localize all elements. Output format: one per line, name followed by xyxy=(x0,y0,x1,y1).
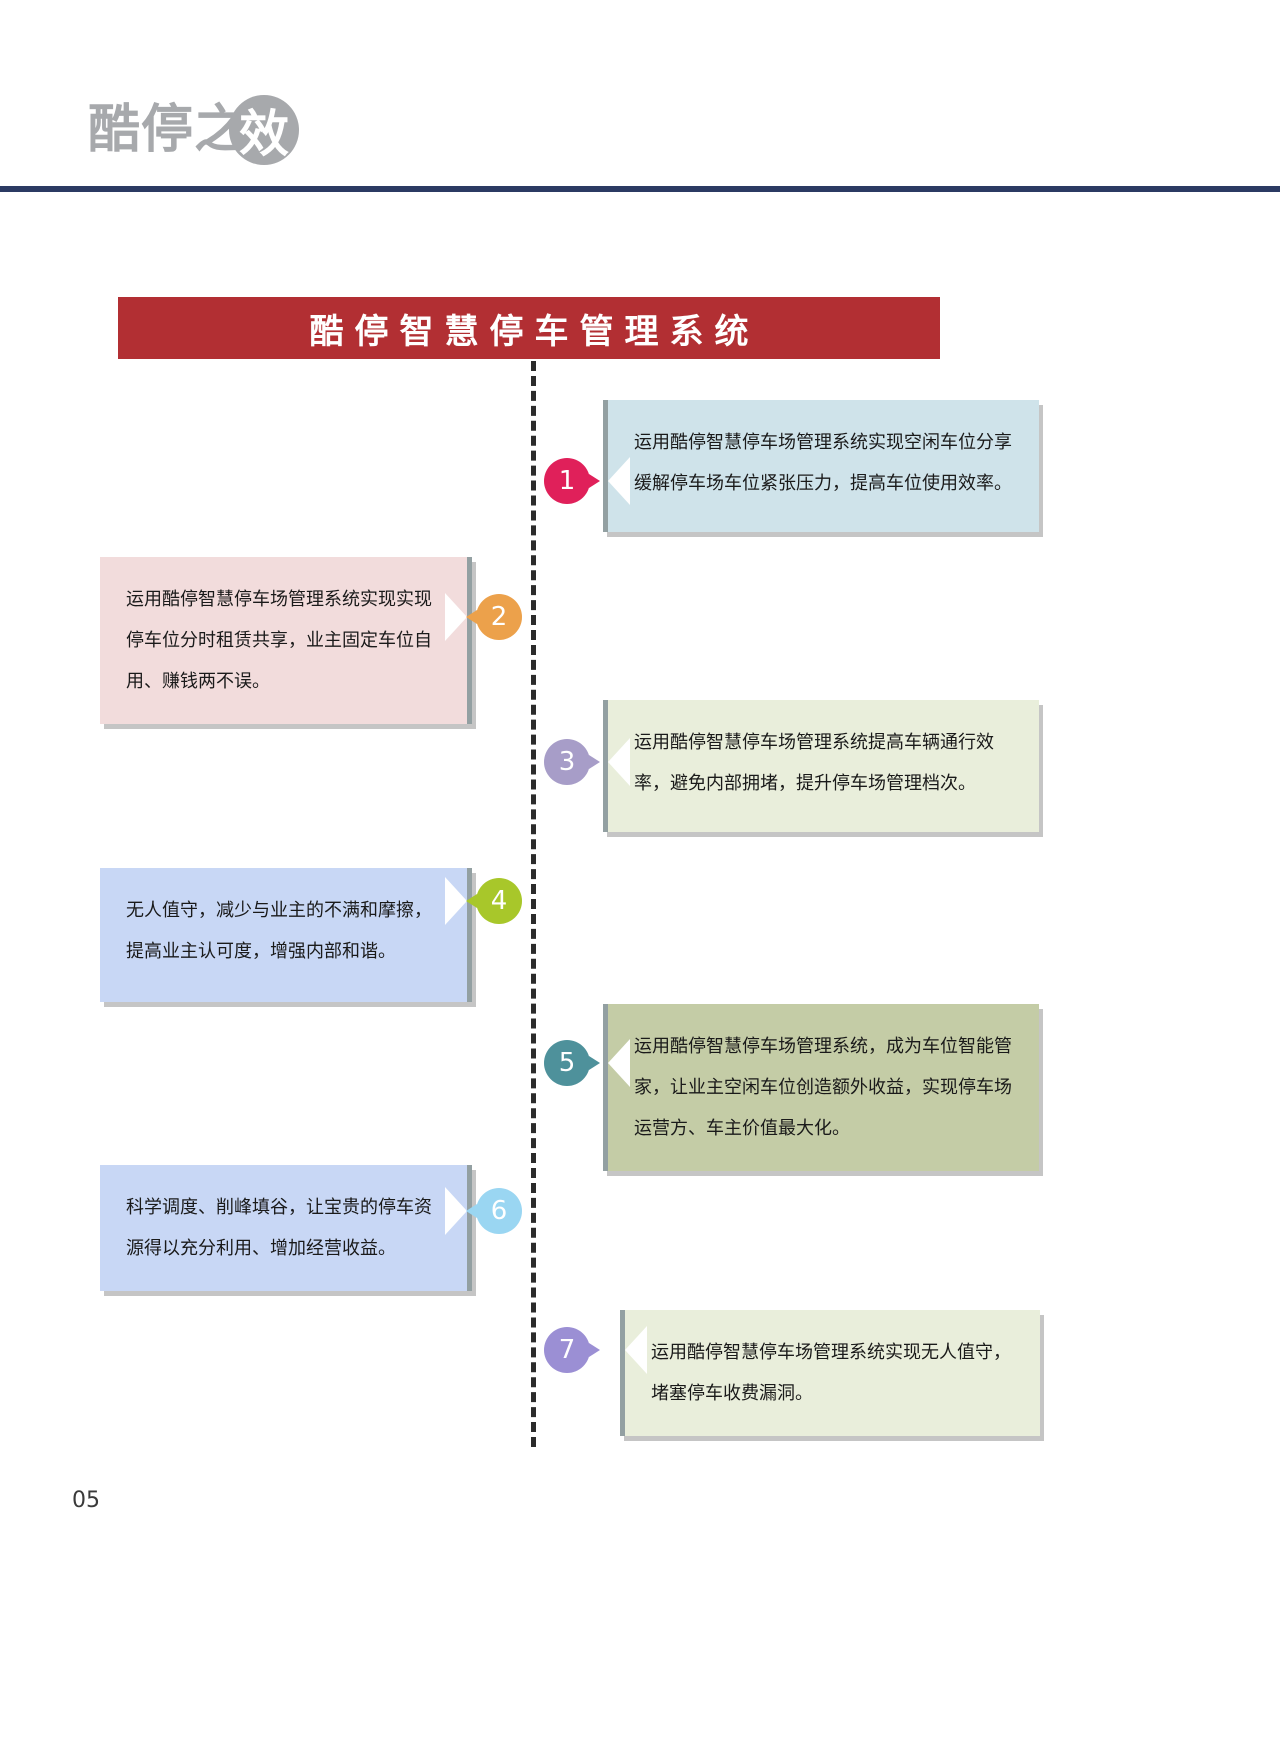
timeline-step-badge-3[interactable]: 3 xyxy=(544,739,600,785)
timeline-step-number-3: 3 xyxy=(558,747,576,777)
header-divider xyxy=(0,186,1280,192)
timeline-step-number-6: 6 xyxy=(490,1196,508,1226)
timeline-item-6-text: 科学调度、削峰填谷，让宝贵的停车资源得以充分利用、增加经营收益。 xyxy=(126,1197,432,1259)
timeline-item-6-box: 科学调度、削峰填谷，让宝贵的停车资源得以充分利用、增加经营收益。 xyxy=(100,1165,472,1291)
timeline-step-badge-6[interactable]: 6 xyxy=(466,1188,522,1234)
timeline-step-badge-2-pointer-icon xyxy=(466,610,477,624)
page-header: 酷停之 效 xyxy=(0,0,1280,192)
timeline-item-4-box: 无人值守，减少与业主的不满和摩擦，提高业主认可度，增强内部和谐。 xyxy=(100,868,472,1002)
timeline-dashed-spine xyxy=(531,361,536,1447)
timeline-item-2-box: 运用酷停智慧停车场管理系统实现实现停车位分时租赁共享，业主固定车位自用、赚钱两不… xyxy=(100,557,472,724)
timeline-step-badge-6-pointer-icon xyxy=(466,1204,477,1218)
timeline-step-badge-7-pointer-icon xyxy=(589,1343,600,1357)
timeline-step-badge-4-pointer-icon xyxy=(466,894,477,908)
brand-logo-text: 酷停之 xyxy=(88,100,248,160)
timeline-item-2-notch-icon xyxy=(445,593,467,641)
timeline-item-5-text: 运用酷停智慧停车场管理系统，成为车位智能管家，让业主空闲车位创造额外收益，实现停… xyxy=(634,1036,1012,1139)
timeline-step-badge-4[interactable]: 4 xyxy=(466,878,522,924)
timeline-item-7-box: 运用酷停智慧停车场管理系统实现无人值守，堵塞停车收费漏洞。 xyxy=(620,1310,1040,1436)
timeline-step-number-5: 5 xyxy=(558,1048,576,1078)
timeline-step-badge-3-pointer-icon xyxy=(589,755,600,769)
timeline-step-badge-7[interactable]: 7 xyxy=(544,1327,600,1373)
timeline-item-1-notch-icon xyxy=(608,457,630,505)
timeline-step-badge-1-pointer-icon xyxy=(589,474,600,488)
brand-logo: 酷停之 效 xyxy=(88,95,300,165)
brand-logo-badge-icon: 效 xyxy=(229,95,300,165)
section-title-text: 酷停智慧停车管理系统 xyxy=(309,311,760,352)
timeline-step-number-2: 2 xyxy=(490,602,508,632)
timeline-item-3-box: 运用酷停智慧停车场管理系统提高车辆通行效率，避免内部拥堵，提升停车场管理档次。 xyxy=(603,700,1039,832)
timeline-step-number-4: 4 xyxy=(490,886,508,916)
timeline-item-4-notch-icon xyxy=(445,877,467,925)
page-number: 05 xyxy=(72,1488,100,1513)
section-title-banner: 酷停智慧停车管理系统 xyxy=(118,297,940,359)
timeline-item-7-notch-icon xyxy=(625,1326,647,1374)
timeline-step-number-1: 1 xyxy=(558,466,576,496)
timeline-step-number-7: 7 xyxy=(558,1335,576,1365)
timeline-step-badge-5-pointer-icon xyxy=(589,1056,600,1070)
timeline-item-7-text: 运用酷停智慧停车场管理系统实现无人值守，堵塞停车收费漏洞。 xyxy=(651,1342,1011,1404)
timeline-item-4-text: 无人值守，减少与业主的不满和摩擦，提高业主认可度，增强内部和谐。 xyxy=(126,900,432,962)
timeline-item-5-notch-icon xyxy=(608,1039,630,1087)
timeline-step-badge-2[interactable]: 2 xyxy=(466,594,522,640)
timeline-item-3-notch-icon xyxy=(608,738,630,786)
timeline-item-5-box: 运用酷停智慧停车场管理系统，成为车位智能管家，让业主空闲车位创造额外收益，实现停… xyxy=(603,1004,1039,1171)
timeline-item-1-text: 运用酷停智慧停车场管理系统实现空闲车位分享缓解停车场车位紧张压力，提高车位使用效… xyxy=(634,432,1012,494)
timeline-step-badge-5[interactable]: 5 xyxy=(544,1040,600,1086)
timeline-item-3-text: 运用酷停智慧停车场管理系统提高车辆通行效率，避免内部拥堵，提升停车场管理档次。 xyxy=(634,732,994,794)
timeline-step-badge-1[interactable]: 1 xyxy=(544,458,600,504)
timeline-item-1-box: 运用酷停智慧停车场管理系统实现空闲车位分享缓解停车场车位紧张压力，提高车位使用效… xyxy=(603,400,1039,532)
timeline-item-6-notch-icon xyxy=(445,1187,467,1235)
timeline-item-2-text: 运用酷停智慧停车场管理系统实现实现停车位分时租赁共享，业主固定车位自用、赚钱两不… xyxy=(126,589,432,692)
